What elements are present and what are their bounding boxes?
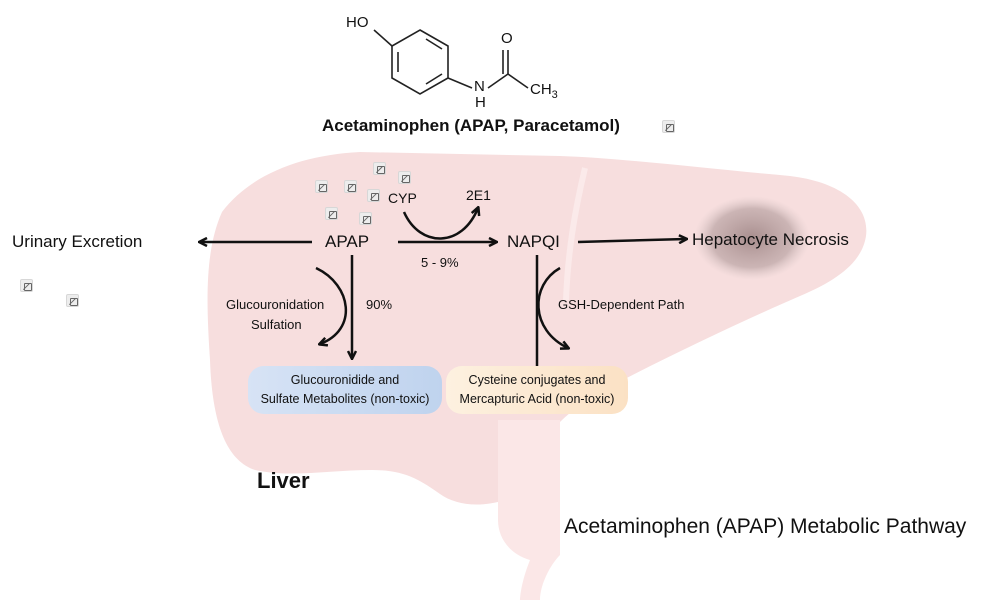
necrosis-blotch — [694, 196, 810, 280]
image-placeholder-icon — [344, 180, 357, 193]
label-gsh-path: GSH-Dependent Path — [558, 297, 685, 312]
image-placeholder-icon — [373, 162, 386, 175]
image-placeholder-icon — [315, 180, 328, 193]
label-cyp-percent: 5 - 9% — [421, 255, 459, 270]
box-cys-line1: Cysteine conjugates and — [468, 373, 606, 387]
box-gluc-line2: Sulfate Metabolites (non-toxic) — [260, 392, 430, 406]
box-glucuronide-metabolites: Glucouronidide and Sulfate Metabolites (… — [248, 366, 442, 414]
image-placeholder-icon — [359, 212, 372, 225]
image-placeholder-icon — [66, 294, 79, 307]
image-placeholder-icon — [662, 120, 675, 133]
label-2e1: 2E1 — [466, 187, 491, 203]
atom-ch3-label: CH3 — [530, 81, 558, 101]
image-placeholder-icon — [398, 171, 411, 184]
organ-label-liver: Liver — [257, 468, 310, 493]
label-cyp: CYP — [388, 190, 417, 206]
node-hepatocyte-necrosis: Hepatocyte Necrosis — [692, 230, 849, 249]
diagram-title: Acetaminophen (APAP) Metabolic Pathway — [564, 515, 967, 538]
image-placeholder-icon — [20, 279, 33, 292]
node-apap: APAP — [325, 232, 370, 251]
node-urinary-excretion: Urinary Excretion — [12, 232, 143, 251]
label-glucouronidation: Glucouronidation — [226, 297, 325, 312]
atom-h-label: H — [475, 94, 486, 111]
atom-ho-label: HO — [346, 14, 369, 31]
box-cys-line2: Mercapturic Acid (non-toxic) — [459, 392, 615, 406]
atom-o-label: O — [501, 30, 513, 47]
molecule-caption: Acetaminophen (APAP, Paracetamol) — [322, 116, 620, 135]
node-napqi: NAPQI — [507, 232, 560, 251]
image-placeholder-icon — [367, 189, 380, 202]
liver-vessel — [498, 420, 560, 600]
image-placeholder-icon — [325, 207, 338, 220]
acetaminophen-structure — [373, 29, 529, 95]
label-sulfation: Sulfation — [251, 317, 302, 332]
liver-lobe-line — [563, 167, 588, 301]
box-cysteine-conjugates: Cysteine conjugates and Mercapturic Acid… — [446, 366, 628, 414]
atom-n-label: N — [474, 78, 485, 95]
label-gluc-percent: 90% — [366, 297, 393, 312]
box-gluc-line1: Glucouronidide and — [290, 373, 400, 387]
